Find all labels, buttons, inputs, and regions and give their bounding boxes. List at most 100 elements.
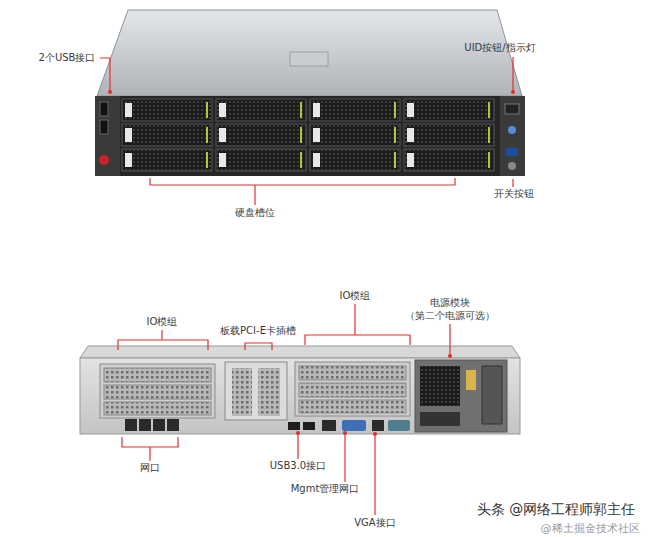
drive-bays-part-part [125, 153, 132, 167]
drive-bays-part-part [404, 99, 494, 121]
callout-label: VGA接口 [354, 517, 395, 530]
rear-chassis-part [420, 366, 460, 406]
leader-lines-part [161, 330, 162, 340]
leader-lines-part [297, 433, 298, 459]
rear-chassis-part [125, 419, 137, 431]
callout-label: 硬盘槽位 [235, 207, 275, 220]
leader-dots-part [108, 90, 112, 94]
leader-lines-part [512, 57, 513, 92]
leader-lines-part [122, 437, 178, 447]
drive-bays-part-part [394, 102, 396, 118]
rear-chassis-part [303, 422, 315, 430]
callout-label: UID按钮/指示灯 [464, 42, 535, 55]
rear-chassis-part [415, 360, 507, 432]
leader-dots-part [511, 90, 515, 94]
drive-bays-part-part [122, 99, 212, 121]
drive-bays-part-part [404, 124, 494, 146]
callout-label: 2个USB接口 [39, 52, 96, 65]
leader-lines-part [344, 433, 345, 482]
front-chassis-part [95, 96, 525, 176]
front-chassis-part [100, 102, 108, 116]
front-chassis-part [100, 120, 108, 134]
leader-lines-part [150, 178, 455, 185]
rear-chassis-part [288, 422, 300, 430]
front-chassis-part [505, 104, 519, 114]
rear-chassis-part [225, 362, 287, 420]
callout-label: IO模组 [340, 290, 371, 303]
rear-chassis-part [80, 346, 520, 358]
leader-dots-part [373, 432, 377, 436]
drive-bays-part-part [300, 102, 302, 118]
front-chassis-part [508, 126, 516, 134]
drive-bays-part-part [125, 128, 132, 142]
callout-label: 电源模块 （第二个电源可选） [400, 297, 500, 322]
drive-bays-part-part [122, 149, 212, 171]
rear-chassis-part [167, 419, 179, 431]
rear-chassis-part [420, 412, 460, 426]
drive-bays-part-part [407, 103, 414, 117]
front-chassis-part [99, 155, 109, 165]
rear-chassis-part [299, 366, 406, 380]
leader-lines-part [305, 335, 410, 345]
front-chassis-part [508, 162, 516, 170]
leader-lines [100, 57, 513, 515]
drive-bays-part-part [300, 127, 302, 143]
rear-chassis-part [322, 420, 336, 431]
drive-bays-part-part [313, 153, 320, 167]
front-chassis-part [97, 10, 522, 96]
drive-bays-part-part [488, 152, 490, 168]
rear-chassis-part [299, 383, 406, 397]
rear-chassis-part [104, 368, 211, 382]
rear-chassis-part [139, 419, 151, 431]
rear-chassis [80, 346, 520, 434]
leader-lines-part [149, 447, 150, 461]
drive-bays-part-part [313, 128, 320, 142]
leader-lines-part [245, 343, 272, 350]
rear-chassis-part [100, 364, 215, 418]
front-chassis-part [290, 52, 328, 66]
drive-bays-part-part [310, 149, 400, 171]
rear-chassis-part [342, 420, 366, 431]
callout-label: 板载PCI-E卡插槽 [220, 325, 296, 338]
drive-bays-part-part [216, 99, 306, 121]
front-chassis-part [95, 96, 120, 176]
drive-bays-part-part [310, 124, 400, 146]
leader-lines-part [254, 185, 255, 205]
rear-chassis-part [482, 366, 502, 424]
callout-label: 开关按钮 [494, 188, 534, 201]
drive-bays-part-part [206, 152, 208, 168]
rear-chassis-part [80, 358, 520, 434]
leader-dots-part [343, 431, 347, 435]
drive-bays-part-part [206, 127, 208, 143]
front-chassis-part [506, 148, 518, 156]
rear-chassis-part [295, 362, 410, 416]
rear-chassis-part [299, 400, 406, 413]
drive-bays-part-part [488, 102, 490, 118]
rear-chassis-part [388, 420, 410, 431]
rear-chassis-part [466, 370, 476, 390]
callout-label: 网口 [140, 462, 160, 475]
rear-chassis-part [258, 368, 280, 416]
drive-bays-part-part [407, 153, 414, 167]
drive-bays-part-part [216, 149, 306, 171]
drive-bays-part-part [488, 127, 490, 143]
drive-bays-part-part [122, 124, 212, 146]
drive-bays-part-part [216, 124, 306, 146]
front-chassis [95, 10, 525, 176]
drive-bays-part [122, 99, 494, 171]
leader-dots-part [448, 354, 452, 358]
drive-bays-part-part [404, 149, 494, 171]
rear-chassis-part [232, 368, 252, 416]
rear-chassis-part [104, 402, 211, 415]
callout-label: IO模组 [147, 316, 178, 329]
rear-chassis-part [153, 419, 165, 431]
leader-lines-part [512, 179, 513, 187]
drive-bays [122, 99, 494, 171]
drive-bays-part-part [394, 127, 396, 143]
leader-lines-part [449, 324, 450, 356]
watermark: 头条 @网络工程师郭主任 [477, 501, 635, 519]
drive-bays-part-part [206, 102, 208, 118]
leader-dots [108, 90, 515, 436]
rear-chassis-part [104, 385, 211, 399]
